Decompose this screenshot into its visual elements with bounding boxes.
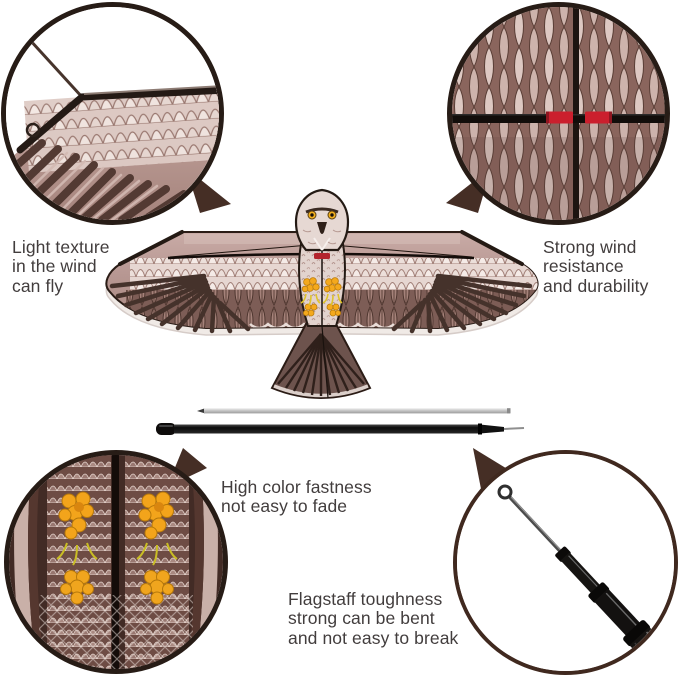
caption-flagstaff: Flagstaff toughness strong can be bent a… [288, 589, 459, 648]
eagle-kite-illustration [105, 188, 539, 399]
center-seam [112, 455, 119, 669]
red-connector-left [546, 111, 573, 124]
black-rod [156, 423, 525, 435]
talon-print-left [56, 491, 98, 605]
eagle-head [294, 188, 350, 252]
fabric-color-photo [9, 455, 223, 669]
wing-fabric-photo [6, 7, 219, 220]
callout-wing-fabric [1, 2, 224, 225]
flagstaff-tip-photo [457, 454, 674, 671]
beak [317, 222, 327, 234]
eagle-body [298, 236, 346, 399]
caption-light-texture: Light texture in the wind can fly [12, 237, 110, 296]
center-connector [314, 253, 330, 259]
brow-band [305, 207, 339, 214]
red-connector-right [585, 111, 612, 124]
right-primary-feathers [391, 273, 533, 334]
rod-tip-loop [497, 484, 513, 500]
left-primary-feathers [109, 273, 251, 334]
tie-loop [25, 122, 41, 138]
silver-rod [197, 408, 511, 414]
talon-motifs [301, 277, 342, 317]
callout-flagstaff [453, 450, 678, 675]
caption-color-fastness: High color fastness not easy to fade [221, 477, 372, 517]
callout-color-fastness [4, 450, 228, 674]
callout-spar-connector [447, 2, 670, 225]
tail-bottom-right-icon [473, 448, 509, 489]
vertical-spar [573, 7, 579, 220]
eagle-tail [270, 323, 372, 399]
rod-tip [503, 427, 525, 430]
talon-print-right [136, 491, 178, 605]
kite-rods [156, 408, 525, 435]
caption-wind-resistance: Strong wind resistance and durability [543, 237, 649, 296]
leading-edge-bar [16, 86, 219, 154]
